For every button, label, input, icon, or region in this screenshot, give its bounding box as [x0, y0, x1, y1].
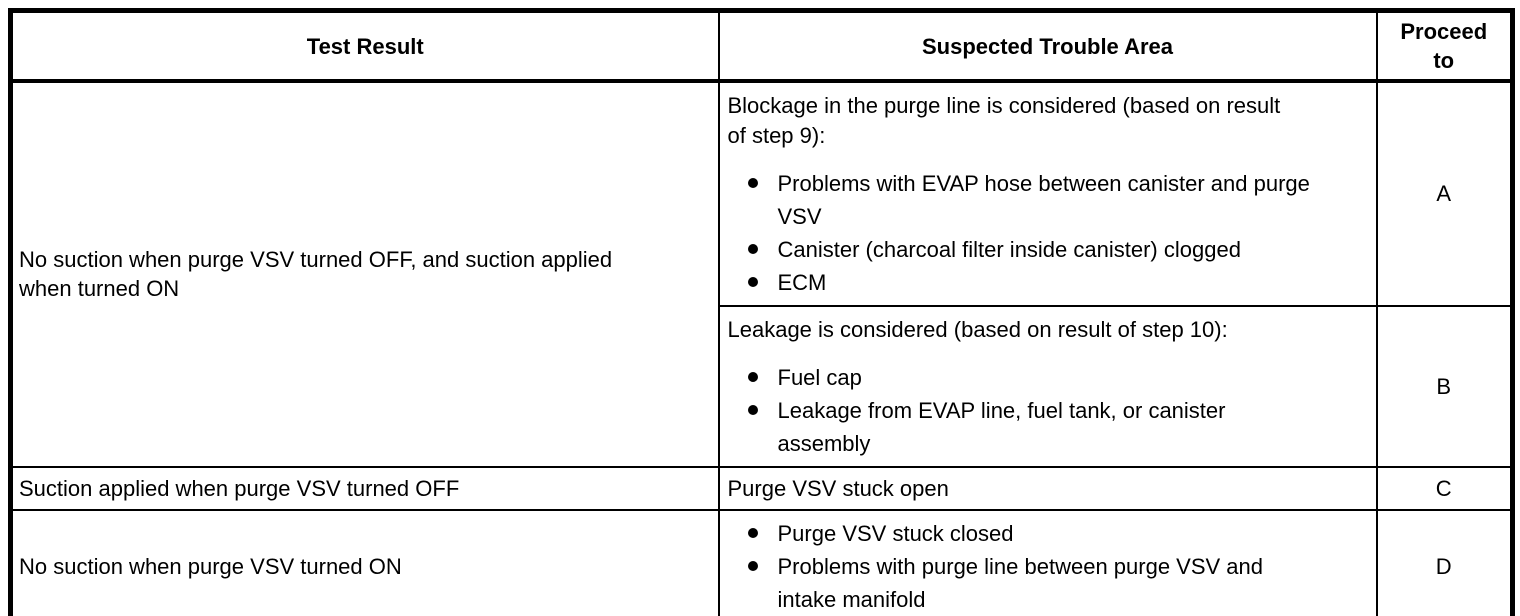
- proceed-to-cell: C: [1375, 465, 1514, 511]
- bullet-icon: [747, 243, 758, 254]
- bullet-text: Fuel cap: [777, 364, 862, 390]
- table-row: Leakage is considered (based on result o…: [11, 304, 1514, 468]
- test-result-text: No suction when purge VSV turned OFF, an…: [19, 247, 613, 302]
- list-item: Canister (charcoal filter inside caniste…: [728, 233, 1368, 266]
- bullet-icon: [747, 276, 758, 287]
- test-result-cell: No suction when purge VSV turned ON: [9, 508, 720, 616]
- list-item: ECM: [728, 266, 1368, 299]
- trouble-area-cell: Blockage in the purge line is considered…: [717, 80, 1378, 307]
- bullet-text: Purge VSV stuck closed: [777, 520, 1014, 546]
- proceed-to-cell: D: [1375, 508, 1514, 616]
- bullet-icon: [747, 177, 758, 188]
- header-row: Test Result Suspected Trouble Area Proce…: [9, 9, 1514, 84]
- list-item: Problems with purge line between purge V…: [728, 550, 1368, 616]
- list-item: Problems with EVAP hose between canister…: [728, 167, 1368, 233]
- proceed-to-cell: B: [1375, 304, 1514, 468]
- bullet-text: Problems with purge line between purge V…: [777, 553, 1264, 612]
- test-result-text: No suction when purge VSV turned ON: [19, 553, 402, 579]
- header-test-result: Test Result: [9, 9, 720, 84]
- bullet-text: Problems with EVAP hose between canister…: [777, 170, 1310, 229]
- trouble-bullet-list: Purge VSV stuck closed Problems with pur…: [728, 517, 1368, 616]
- bullet-icon: [747, 527, 758, 538]
- header-proceed-to: Proceed to: [1375, 9, 1514, 84]
- bullet-icon: [747, 404, 758, 415]
- trouble-area-cell: Leakage is considered (based on result o…: [717, 304, 1378, 468]
- table-row: No suction when purge VSV turned OFF, an…: [9, 80, 1514, 468]
- table-row: Suction applied when purge VSV turned OF…: [9, 465, 1514, 511]
- diagnostic-table: Test Result Suspected Trouble Area Proce…: [8, 8, 1515, 616]
- trouble-bullet-list: Problems with EVAP hose between canister…: [728, 167, 1368, 299]
- list-item: Leakage from EVAP line, fuel tank, or ca…: [728, 394, 1368, 460]
- table-row: No suction when purge VSV turned ON Purg…: [9, 508, 1514, 616]
- trouble-area-cell: Purge VSV stuck open: [717, 465, 1378, 511]
- list-item: Purge VSV stuck closed: [728, 517, 1368, 550]
- proceed-to-cell: A: [1375, 80, 1514, 307]
- list-item: Fuel cap: [728, 361, 1368, 394]
- bullet-text: Leakage from EVAP line, fuel tank, or ca…: [777, 397, 1226, 456]
- trouble-intro: Blockage in the purge line is considered…: [727, 93, 1281, 148]
- trouble-intro: Leakage is considered (based on result o…: [727, 316, 1228, 342]
- test-result-cell: Suction applied when purge VSV turned OF…: [9, 465, 720, 511]
- test-result-text: Suction applied when purge VSV turned OF…: [19, 475, 460, 501]
- header-suspected-trouble-area: Suspected Trouble Area: [717, 9, 1378, 84]
- trouble-area-cell: Purge VSV stuck closed Problems with pur…: [717, 508, 1378, 616]
- bullet-icon: [747, 371, 758, 382]
- test-result-cell: No suction when purge VSV turned OFF, an…: [9, 80, 720, 468]
- bullet-text: ECM: [777, 269, 827, 295]
- bullet-icon: [747, 560, 758, 571]
- bullet-text: Canister (charcoal filter inside caniste…: [777, 236, 1241, 262]
- header-proceed-to-label: Proceed to: [1400, 19, 1488, 74]
- trouble-bullet-list: Fuel cap Leakage from EVAP line, fuel ta…: [728, 361, 1368, 460]
